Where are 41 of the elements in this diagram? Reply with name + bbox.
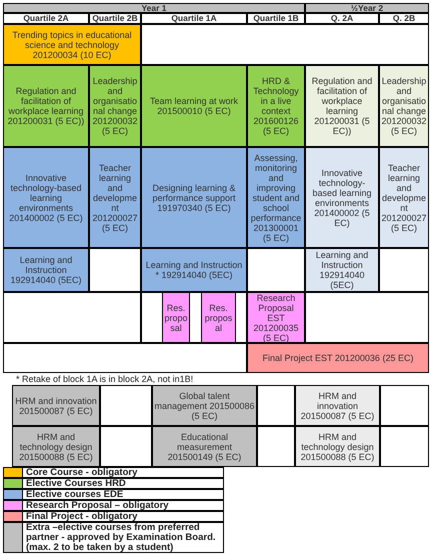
- course-block: Team learning at work 201500010 (5 EC): [141, 65, 247, 147]
- legend-label: Extra –elective courses from preferred partner - approved by Examination Board. (max. 2 to be taken by a student): [22, 522, 224, 553]
- course-block: Teacher learning and development 201200027 (5 EC): [89, 147, 141, 248]
- course-block: Learning and Instruction 192914040 (5EC): [3, 248, 89, 292]
- column-header: Q. 2B: [379, 13, 429, 24]
- course-block: Final Project EST 201200036 (25 EC): [247, 343, 429, 373]
- year-header: ½Year 2: [305, 3, 429, 13]
- course-block: Regulation and facilitation of workplace learning 201200031 (5 EC)): [305, 65, 379, 147]
- course-block: HRD & Technology in a live context 201600126 (5 EC): [247, 65, 305, 147]
- column-header: Q. 2A: [305, 13, 379, 24]
- course-block: Teacher learning and development 201200027 (5 EC): [379, 147, 429, 248]
- course-block: Res. proposal: [162, 292, 190, 343]
- course-block: Research Proposal EST 201200035 (5 EC): [247, 292, 305, 343]
- course-block: Designing learning & performance support 191970340 (5 EC): [141, 147, 247, 248]
- legend-label: Elective Courses HRD: [22, 478, 224, 489]
- course-block: Leadership and organisational change 201200032 (5 EC): [89, 65, 141, 147]
- legend-label: Research Proposal – obligatory: [22, 500, 224, 511]
- course-block: HRM and innovation 201500087 (5 EC): [295, 385, 380, 426]
- course-block: Learning and Instruction 192914040 (5EC): [305, 248, 379, 292]
- course-block: Res. proposal: [201, 292, 236, 343]
- course-block: Innovative technology-based learning environments 201400002 (5 EC): [305, 147, 379, 248]
- column-header: Quartile 2B: [89, 13, 141, 24]
- course-block: Regulation and facilitation of workplace learning 201200031 (5 EC)): [3, 65, 89, 147]
- legend-label: Core Course - obligatory: [22, 467, 224, 478]
- column-header: Quartile 2A: [3, 13, 89, 24]
- course-block: Leadership and organisational change 201200032 (5 EC): [379, 65, 429, 147]
- course-block: Learning and Instruction * 192914040 (5EC): [141, 248, 247, 292]
- course-block: Assessing, monitoring and improving student and school performance 201300001 (5 EC): [247, 147, 305, 248]
- course-block: HRM and innovation 201500087 (5 EC): [12, 385, 100, 426]
- legend-label: Elective courses EDE: [22, 489, 224, 500]
- column-header: Quartile 1B: [247, 13, 305, 24]
- course-block: Educational measurement 201500149 (5 EC): [152, 426, 257, 467]
- course-block: Trending topics in educational science and technology 201200034 (10 EC): [3, 24, 141, 65]
- legend-label: Final Project - obligatory: [22, 511, 224, 522]
- column-header: Quartile 1A: [141, 13, 247, 24]
- course-block: HRM and technology design 201500088 (5 EC): [295, 426, 380, 467]
- year-header: Year 1: [3, 3, 305, 13]
- course-block: Innovative technology-based learning environments 201400002 (5 EC): [3, 147, 89, 248]
- footnote: * Retake of block 1A is in block 2A, not in1B!: [16, 374, 194, 384]
- course-block: HRM and technology design 201500088 (5 EC): [12, 426, 100, 467]
- course-block: Global talent management 201500086 (5 EC): [152, 385, 257, 426]
